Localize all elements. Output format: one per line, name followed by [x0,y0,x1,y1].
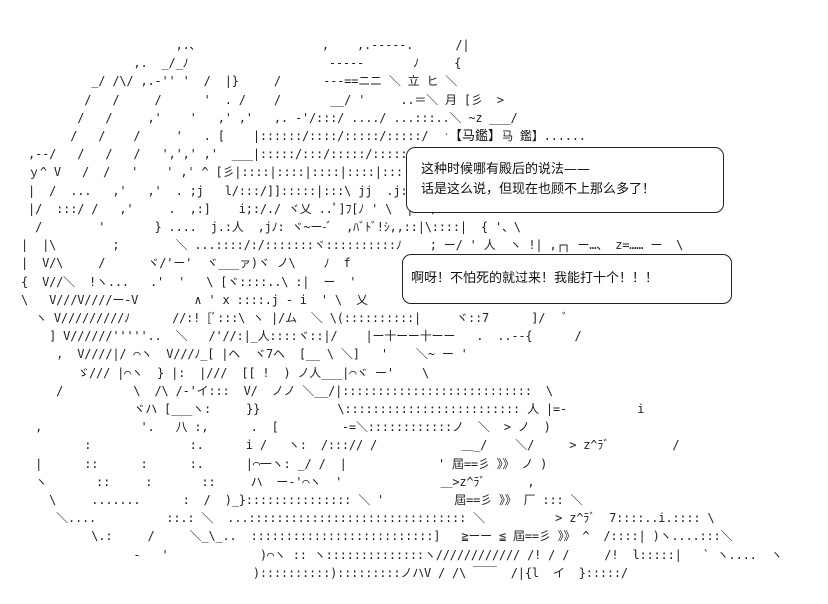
speech-bubble-2: 啊呀！不怕死的就过来！我能打十个！！！ [402,254,732,304]
ascii-art-line: ,--/ / / / ',',' ,' ___|:::::/:::/:::::/… [14,147,471,162]
speech-line: 这种时候哪有殿后的说法—— [421,162,591,177]
ascii-art-line: \ V///V////ー-V ∧ ' x ::::.j - i ' \ 乂 [14,292,368,307]
ascii-art-line: | V/\ / ヾ/'ー' ヾ___ァ)ヾ ノ\ ﾉ f [14,256,365,271]
ascii-art-line: / / ,' ' ,' ,' ,. -'/:::/ ..../ ...:::..… [14,110,518,125]
ascii-art-line: \.: / ＼_\_.. ::::::::::::::::::::::::::]… [14,529,733,544]
ascii-art-line: { V//＼ !ヽ... .' ' \ [ヾ::::..\ :| ー ' [14,274,357,289]
ascii-art-line: ] V//////'''''.. ＼ /'//:|_人::::ヾ::|/ |ー十… [14,329,582,344]
ascii-art-line: - ' )⌒ヽ :: ヽ::::::::::::::ヽ//////////// … [14,547,783,562]
ascii-art-line: ゞ/// |⌒ヽ } |: |/// [[ ! ) ノ人___|⌒ヾ ー' \ [14,365,430,380]
ascii-art-line: |/ :::/ / ,' . ,:] i;:/./ ヾ乂 ..ﾟ]ﾌ[ﾉ ' \… [14,201,442,216]
ascii-art-line: , '. 八 :, . [ -=＼::::::::::::ノ ＼ > ノ ) [14,420,551,435]
ascii-art-line: / / / ' . / / __/ ' ..＝＼ 月 [彡 > [14,92,504,107]
ascii-art-line: ,.､ , ,.-----. /| [14,38,470,52]
ascii-art-line: ヽ :: : :: ハ ー-'⌒ヽ ' ＿>z^ﾗﾞ , [14,474,535,489]
ascii-art-line: / ' } .... j.:人 ,jﾉ: ヾ~ー-ﾞ ,ﾊﾞﾄﾞ!ｼ,,::|\… [14,220,521,234]
ascii-art-line: | |\ ; ＼ ...::::/:/:::::::ヾ::::::::::ﾉ ;… [14,238,684,253]
ascii-art-line: ,. _/_ﾉ ----- ﾉ { [14,56,462,71]
speech-line: 啊呀！不怕死的就过来！我能打十个！！！ [411,271,659,286]
speaker-name-tag: 【马鑑】 [447,125,504,144]
ascii-art-line: ヾハ [___ヽ: }} \::::::::::::::::::::::::: … [14,402,645,416]
ascii-art-line: _/ /\/ ,.-'' ' / |} / ---==ニニ ＼ 立 ヒ ＼ [14,74,458,89]
ascii-art-line: / \ /\ /-'イ::: V/ ノノ ＼__/|::::::::::::::… [14,383,553,398]
ascii-art-line: ヽ V/////////ﾉ //:! [ﾞ:::\ ヽ |/ム ＼ \(::::… [14,311,568,325]
speech-line: 话是这么说，但现在也顾不上那么多了！ [421,182,656,197]
ascii-art-line: | :: : :. |⌒一ヽ: _/ / | ' 屆==彡 》》 ノ ) [14,456,548,471]
ascii-art-line: \ ....... : / )_}::::::::::::::: ＼ ' 屆==… [14,493,583,507]
ascii-art-line: , V////|/ ⌒ヽ V///ﾉ_[ |ヘ ヾ7ヘ [__ \ ＼] ' ＼… [14,347,468,362]
ascii-art-line: ＼.... ::.: ＼ ...::::::::::::::::::::::::… [14,511,715,526]
ascii-art-line: )::::::::::):::::::::ノハV / /\ ￣￣ /|{l イ … [14,565,628,580]
speech-bubble-1: 这种时候哪有殿后的说法—— 话是这么说，但现在也顾不上那么多了！ [406,147,724,213]
ascii-art-line: : :. i / ヽ: /:::// / ＿_/ ＼/ > z^ﾗﾞ / [14,438,680,453]
